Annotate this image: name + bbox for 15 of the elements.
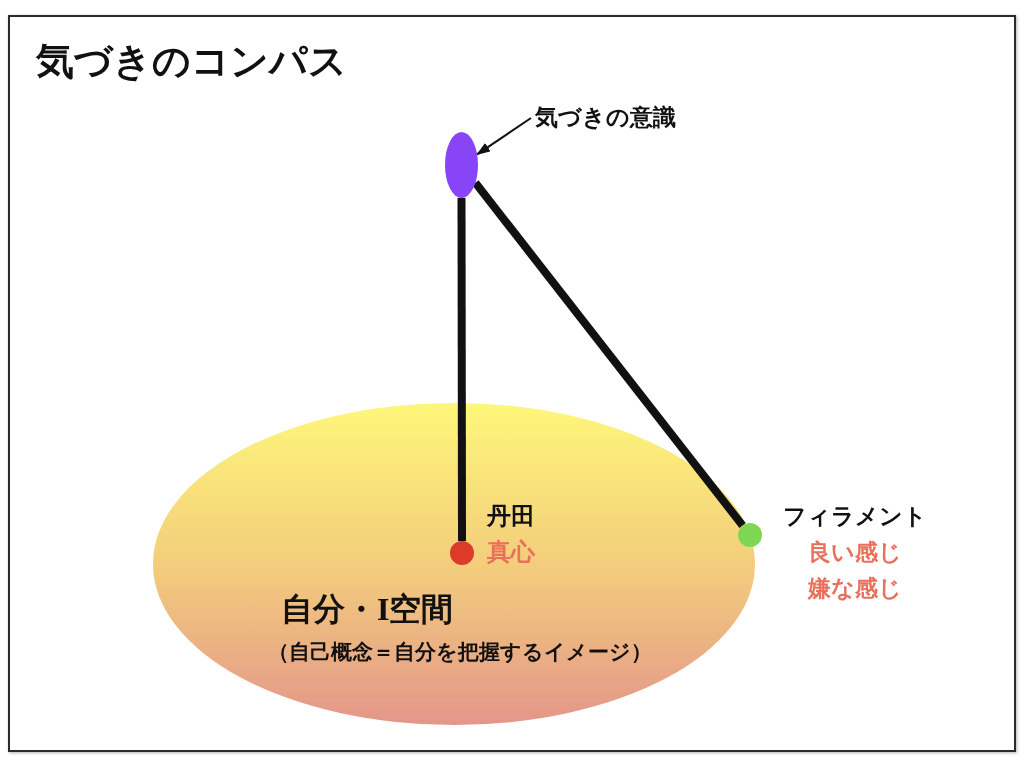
point-label: 嫌な感じ <box>808 575 902 602</box>
point-label: 良い感じ <box>808 539 902 566</box>
connector-line <box>457 198 466 541</box>
diagram-title: 気づきのコンパス <box>36 39 347 84</box>
point-label: 真心 <box>487 538 535 566</box>
connector-line <box>472 180 746 528</box>
point-label: 丹田 <box>487 502 535 530</box>
arrow <box>476 117 532 156</box>
region-subtitle: （自己概念＝自分を把握するイメージ） <box>268 639 652 665</box>
point-label: フィラメント <box>783 503 927 530</box>
ellipse-marker <box>445 132 478 198</box>
point-marker <box>738 523 762 547</box>
region-title: 自分・I空間 <box>281 590 454 628</box>
ellipse-region <box>153 403 755 725</box>
callout-label: 気づきの意識 <box>531 103 676 133</box>
